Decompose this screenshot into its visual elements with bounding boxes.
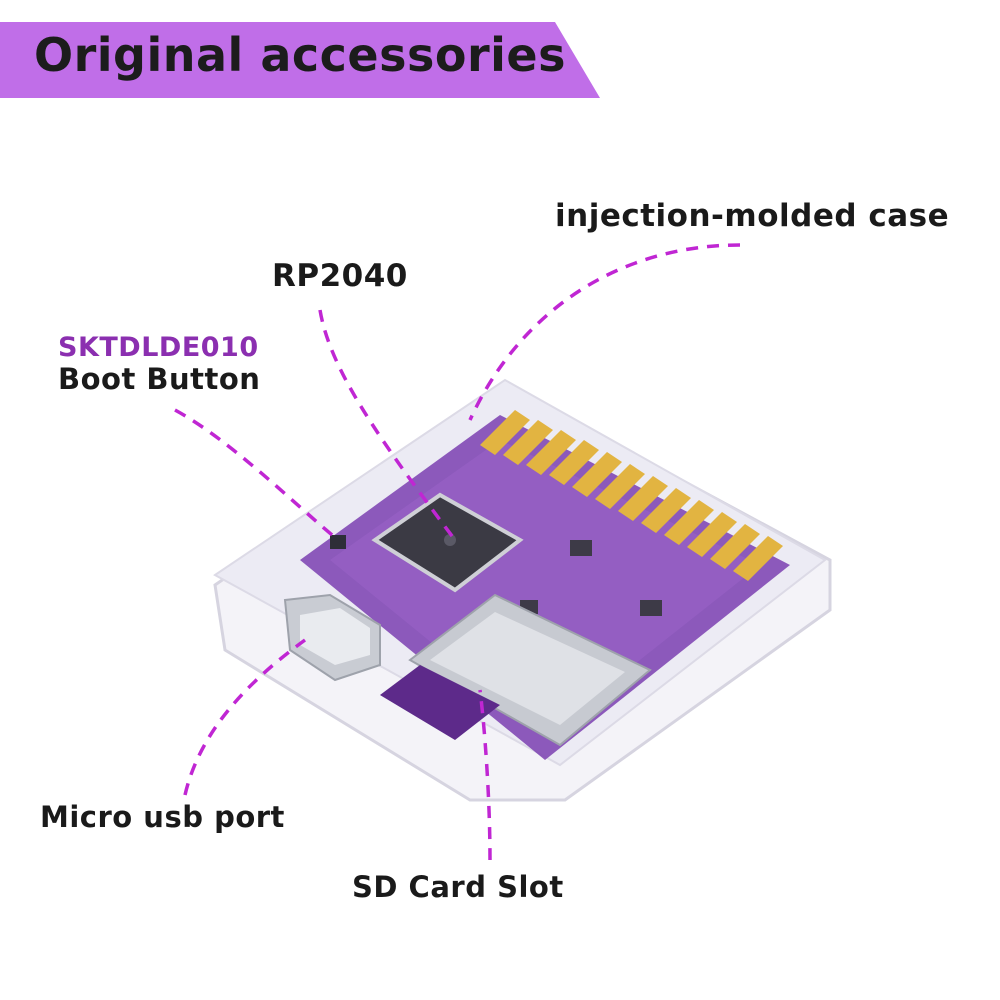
label-boot-button: Boot Button: [58, 362, 261, 396]
title-banner: Original accessories: [0, 22, 600, 98]
leader-usb: [183, 638, 307, 796]
label-micro-usb: Micro usb port: [40, 800, 285, 834]
gold-contacts: [480, 410, 783, 581]
leader-chip: [318, 309, 457, 542]
sd-card-slot: [380, 593, 652, 747]
leader-lines: [174, 243, 741, 861]
banner-background: [0, 22, 600, 98]
label-sd-slot: SD Card Slot: [352, 870, 564, 904]
leader-sd: [478, 689, 492, 861]
label-boot-code: SKTDLDE010: [58, 332, 259, 363]
label-rp2040: RP2040: [272, 258, 408, 294]
label-case: injection-molded case: [555, 198, 950, 234]
boot-button: [330, 535, 346, 549]
leader-boot: [174, 408, 340, 542]
micro-usb-port: [283, 593, 381, 682]
banner-title: Original accessories: [34, 28, 566, 82]
leader-case: [468, 243, 741, 421]
